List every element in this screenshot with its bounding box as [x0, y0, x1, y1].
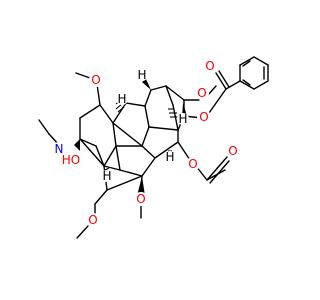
hydrogen-atom: H [164, 150, 176, 164]
hydrogen-symbol: H [137, 68, 146, 82]
oxygen-symbol: O [205, 59, 214, 73]
hydrogen-atom: H [136, 68, 148, 82]
molecular-structure: O O O O O O N HO [38, 56, 269, 239]
oxygen-atom-c1-methoxy: O [89, 73, 103, 87]
nitrogen-atom: N [52, 142, 66, 156]
hydrogen-symbol: H [117, 92, 126, 106]
oxygen-symbol: O [136, 192, 145, 206]
hydrogen-symbol: H [102, 169, 111, 183]
oxygen-atom-acetate-carbonyl: O [226, 144, 240, 158]
hydrogen-symbol: H [178, 112, 187, 126]
hydrogen-atom: H [116, 92, 128, 106]
nitrogen-symbol: N [55, 142, 64, 156]
oxygen-symbol: O [228, 144, 237, 158]
oxygen-symbol: O [197, 86, 206, 100]
hydroxyl-group: HO [61, 153, 82, 167]
oxygen-symbol: O [91, 73, 100, 87]
oxygen-atom-methoxymethyl: O [86, 213, 100, 227]
oxygen-symbol: O [88, 213, 97, 227]
hydrogen-atom: H [101, 169, 113, 183]
oxygen-atom-benzoyl-carbonyl: O [203, 59, 217, 73]
oxygen-atom-c16-methoxy: O [195, 86, 209, 100]
oxygen-atom-acetate-ester: O [186, 157, 200, 171]
oxygen-symbol: O [199, 110, 208, 124]
atom-label-layer: O O O O O O N HO [52, 59, 240, 227]
hydrogen-symbol: H [165, 150, 174, 164]
oxygen-atom-c6-methoxy: O [134, 192, 148, 206]
oxygen-symbol: O [188, 157, 197, 171]
hydroxyl-label: HO [62, 153, 80, 167]
hydrogen-atom: H [177, 112, 189, 126]
oxygen-atom-benzoyl-ester: O [197, 110, 211, 124]
